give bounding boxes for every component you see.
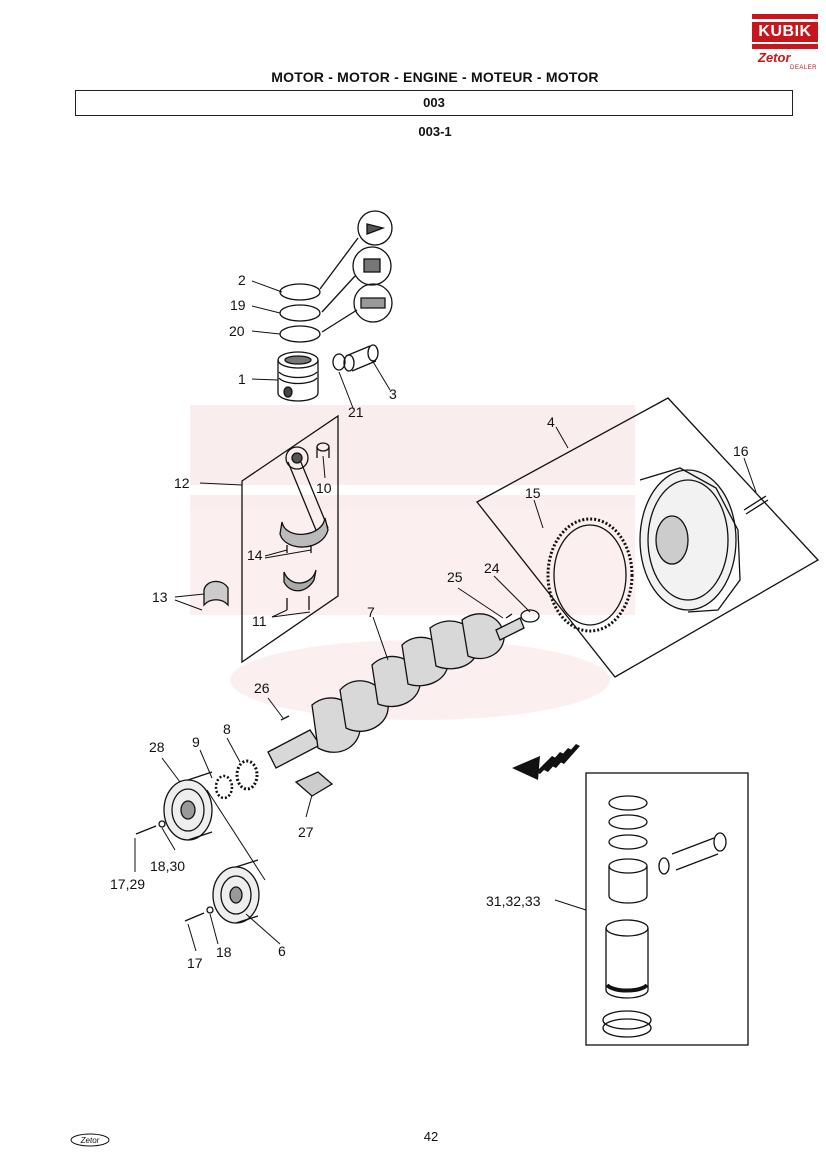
part-label-31-32-33: 31,32,33 [486, 893, 541, 909]
part-label-27: 27 [298, 824, 314, 840]
section-code-box: 003 [75, 90, 793, 116]
logo-dealer-text: DEALER [790, 65, 818, 71]
logo-kubik-text: KUBIK [752, 22, 818, 42]
piston-pin [343, 344, 379, 372]
logo-zetor-text: Zetor [758, 50, 791, 65]
part-label-17: 17 [187, 955, 203, 971]
part-label-2: 2 [238, 272, 246, 288]
bearing-shells [203, 580, 229, 607]
bolts [135, 715, 334, 922]
part-labels: 2 19 20 1 21 3 10 12 13 14 11 4 15 16 25… [110, 272, 749, 971]
piston [277, 351, 319, 402]
part-label-4: 4 [547, 414, 555, 430]
flywheel-group [476, 397, 820, 678]
part-label-24: 24 [484, 560, 500, 576]
part-label-26: 26 [254, 680, 270, 696]
circlip [332, 353, 346, 371]
footer-logo-text: Zetor [80, 1136, 100, 1145]
footer-zetor-logo: Zetor [70, 1133, 110, 1147]
direction-arrow [512, 744, 580, 780]
figure-code: 003-1 [418, 124, 452, 139]
part-label-28: 28 [149, 739, 165, 755]
part-label-16: 16 [733, 443, 749, 459]
part-label-9: 9 [192, 734, 200, 750]
page-number: 42 [423, 1129, 439, 1144]
part-label-21: 21 [348, 404, 364, 420]
part-label-15: 15 [525, 485, 541, 501]
damper-pulley [212, 859, 260, 924]
connecting-rod-group [241, 414, 339, 664]
piston-rings [279, 283, 321, 343]
crankshaft [267, 613, 525, 769]
part-label-25: 25 [447, 569, 463, 585]
part-label-18: 18 [216, 944, 232, 960]
part-label-19: 19 [230, 297, 246, 313]
part-label-18-30: 18,30 [150, 858, 185, 874]
part-label-13: 13 [152, 589, 168, 605]
ring-profile-callouts [319, 210, 393, 333]
part-label-1: 1 [238, 371, 246, 387]
part-label-11: 11 [252, 613, 267, 629]
part-label-17-29: 17,29 [110, 876, 145, 892]
part-label-12: 12 [174, 475, 190, 491]
part-label-7: 7 [367, 604, 375, 620]
crank-pulley [163, 771, 213, 841]
logo-bar [752, 44, 818, 49]
timing-gears [214, 759, 259, 800]
kubik-logo: KUBIK Zetor DEALER [752, 14, 818, 72]
part-label-3: 3 [389, 386, 397, 402]
part-label-20: 20 [229, 323, 245, 339]
leader-lines [134, 280, 757, 952]
part-label-8: 8 [223, 721, 231, 737]
part-label-6: 6 [278, 943, 286, 959]
logo-bar [752, 14, 818, 19]
watermark [190, 405, 635, 720]
part-label-10: 10 [316, 480, 332, 496]
part-label-14: 14 [247, 547, 263, 563]
liner-kit-inset [585, 772, 749, 1046]
page-title: MOTOR - MOTOR - ENGINE - MOTEUR - MOTOR [271, 69, 599, 85]
